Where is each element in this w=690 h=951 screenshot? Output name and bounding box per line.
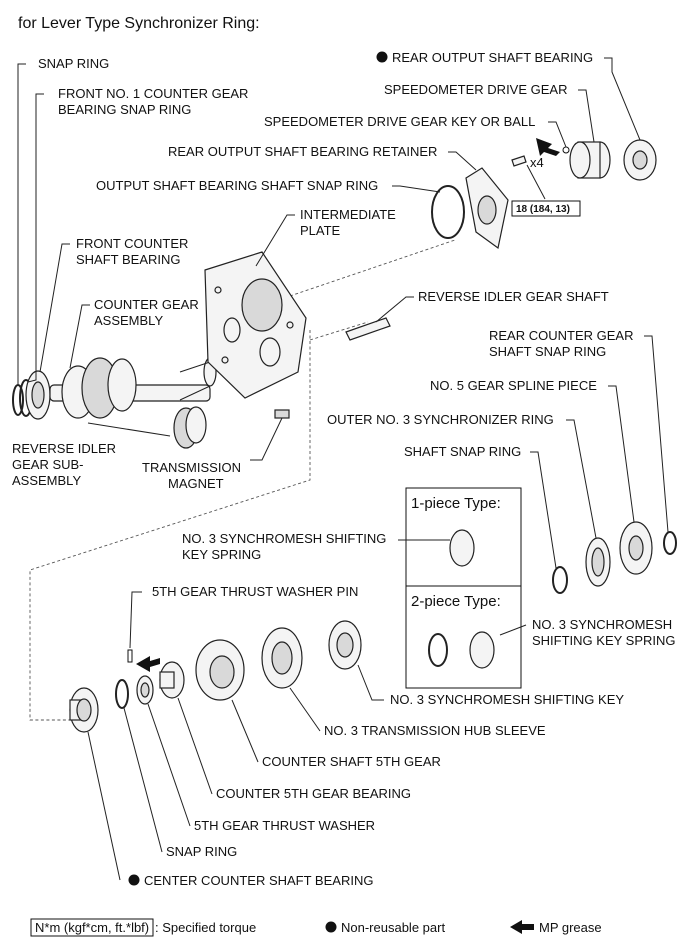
no5-gear-spline-piece-part xyxy=(619,521,653,575)
rear-output-shaft-bearing-retainer-part xyxy=(465,167,509,250)
inset-two-piece: 2-piece Type: xyxy=(411,593,501,610)
legend-torque-units: N*m (kgf*cm, ft.*lbf) xyxy=(35,920,149,935)
label-reverse-idler-gear-2: GEAR SUB- xyxy=(12,457,84,472)
mp-grease-arrow-top xyxy=(536,138,560,156)
one-piece-key-spring xyxy=(449,529,475,567)
rear-counter-gear-snap-ring-part xyxy=(663,531,677,555)
legend: N*m (kgf*cm, ft.*lbf) : Specified torque… xyxy=(30,918,602,937)
rear-output-shaft-bearing-part xyxy=(623,139,657,181)
reverse-idler-gear xyxy=(173,406,207,449)
label-front-counter-gear-bearing-snap-ring-2: BEARING SNAP RING xyxy=(58,102,191,117)
snap-ring-bottom-part xyxy=(115,679,129,709)
spring-type-inset: 1-piece Type: 2-piece Type: xyxy=(405,487,522,689)
diagram-title: for Lever Type Synchronizer Ring: xyxy=(18,15,260,32)
label-counter-gear-assembly-1: COUNTER GEAR xyxy=(94,297,199,312)
label-speedometer-drive-gear: SPEEDOMETER DRIVE GEAR xyxy=(384,82,567,97)
bolt-count: x4 xyxy=(530,155,544,170)
outer-no3-synchronizer-ring-part xyxy=(585,537,611,587)
two-piece-key-spring-ring xyxy=(428,633,448,667)
two-piece-key-spring xyxy=(469,631,495,669)
label-transmission-magnet-2: MAGNET xyxy=(168,476,224,491)
legend-torque-text: : Specified torque xyxy=(155,920,256,935)
label-no5-gear-spline-piece: NO. 5 GEAR SPLINE PIECE xyxy=(430,378,597,393)
label-no3-key-spring-2piece-1: NO. 3 SYNCHROMESH xyxy=(532,617,672,632)
label-counter-shaft-5th-gear: COUNTER SHAFT 5TH GEAR xyxy=(262,754,441,769)
speedometer-drive-gear-key-part xyxy=(562,146,570,154)
label-center-counter-shaft-bearing: CENTER COUNTER SHAFT BEARING xyxy=(144,873,373,888)
speedometer-drive-gear-part xyxy=(569,141,611,179)
label-no3-key-spring-1piece-2: KEY SPRING xyxy=(182,547,261,562)
label-rear-output-shaft-bearing: REAR OUTPUT SHAFT BEARING xyxy=(392,50,593,65)
intermediate-plate xyxy=(204,251,307,399)
legend-non-reusable-text: Non-reusable part xyxy=(341,920,445,935)
label-counter-gear-assembly-2: ASSEMBLY xyxy=(94,313,163,328)
label-reverse-idler-gear-shaft: REVERSE IDLER GEAR SHAFT xyxy=(418,289,609,304)
label-front-counter-shaft-bearing-1: FRONT COUNTER xyxy=(76,236,188,251)
inset-one-piece: 1-piece Type: xyxy=(411,495,501,512)
legend-mp-grease-text: MP grease xyxy=(539,920,602,935)
label-no3-key-spring-2piece-2: SHIFTING KEY SPRING xyxy=(532,633,676,648)
label-outer-no3-synchronizer-ring: OUTER NO. 3 SYNCHRONIZER RING xyxy=(327,412,554,427)
legend-torque-box xyxy=(30,918,154,937)
counter-5th-gear-bearing-part xyxy=(159,661,185,699)
non-reusable-dot-center-counter-bearing xyxy=(128,874,140,886)
label-reverse-idler-gear-1: REVERSE IDLER xyxy=(12,441,116,456)
counter-gear-assembly xyxy=(49,357,217,419)
label-no3-transmission-hub-sleeve: NO. 3 TRANSMISSION HUB SLEEVE xyxy=(324,723,546,738)
center-counter-shaft-bearing-part xyxy=(69,687,99,733)
non-reusable-dot-rear-output-bearing xyxy=(376,51,388,63)
label-output-shaft-bearing-snap-ring: OUTPUT SHAFT BEARING SHAFT SNAP RING xyxy=(96,178,378,193)
label-no3-key-spring-1piece-1: NO. 3 SYNCHROMESH SHIFTING xyxy=(182,531,386,546)
fifth-gear-thrust-washer-part xyxy=(136,675,154,705)
label-intermediate-plate-1: INTERMEDIATE xyxy=(300,207,396,222)
label-rear-output-shaft-bearing-retainer: REAR OUTPUT SHAFT BEARING RETAINER xyxy=(168,144,437,159)
label-intermediate-plate-2: PLATE xyxy=(300,223,341,238)
label-front-counter-gear-bearing-snap-ring-1: FRONT NO. 1 COUNTER GEAR xyxy=(58,86,248,101)
label-fifth-gear-thrust-washer: 5TH GEAR THRUST WASHER xyxy=(194,818,375,833)
label-counter-5th-gear-bearing: COUNTER 5TH GEAR BEARING xyxy=(216,786,411,801)
legend-non-reusable-dot xyxy=(325,921,337,933)
mp-grease-arrow-bottom xyxy=(136,656,160,672)
retainer-bolt xyxy=(511,155,527,167)
label-rear-counter-gear-snap-ring-2: SHAFT SNAP RING xyxy=(489,344,606,359)
label-shaft-snap-ring: SHAFT SNAP RING xyxy=(404,444,521,459)
label-fifth-gear-thrust-washer-pin: 5TH GEAR THRUST WASHER PIN xyxy=(152,584,358,599)
front-counter-shaft-bearing xyxy=(25,370,51,420)
no3-synchromesh-shifting-key-part xyxy=(328,620,362,670)
assembly-line-plate-retainer xyxy=(289,239,456,297)
counter-shaft-5th-gear-part xyxy=(195,639,245,701)
label-snap-ring-bottom: SNAP RING xyxy=(166,844,237,859)
label-reverse-idler-gear-3: ASSEMBLY xyxy=(12,473,81,488)
legend-mp-grease-arrow xyxy=(510,920,534,934)
transmission-magnet xyxy=(274,409,290,419)
label-rear-counter-gear-snap-ring-1: REAR COUNTER GEAR xyxy=(489,328,633,343)
assembly-line-plate-idler-shaft xyxy=(309,321,369,341)
output-shaft-bearing-snap-ring-part xyxy=(431,185,465,239)
reverse-idler-gear-shaft-part xyxy=(345,317,391,341)
fifth-gear-thrust-washer-pin-part xyxy=(127,649,133,663)
label-transmission-magnet-1: TRANSMISSION xyxy=(142,460,241,475)
no3-transmission-hub-sleeve-part xyxy=(261,627,303,689)
torque-leader xyxy=(526,164,546,200)
label-snap-ring-top: SNAP RING xyxy=(38,56,109,71)
torque-value-box: 18 (184, 13) xyxy=(511,200,581,217)
label-front-counter-shaft-bearing-2: SHAFT BEARING xyxy=(76,252,181,267)
label-no3-synchromesh-shifting-key: NO. 3 SYNCHROMESH SHIFTING KEY xyxy=(390,692,624,707)
shaft-snap-ring-part xyxy=(552,566,568,594)
label-speedometer-drive-gear-key: SPEEDOMETER DRIVE GEAR KEY OR BALL xyxy=(264,114,535,129)
torque-value: 18 (184, 13) xyxy=(516,204,570,215)
assembly-line-fifth-gear-group xyxy=(29,330,311,721)
